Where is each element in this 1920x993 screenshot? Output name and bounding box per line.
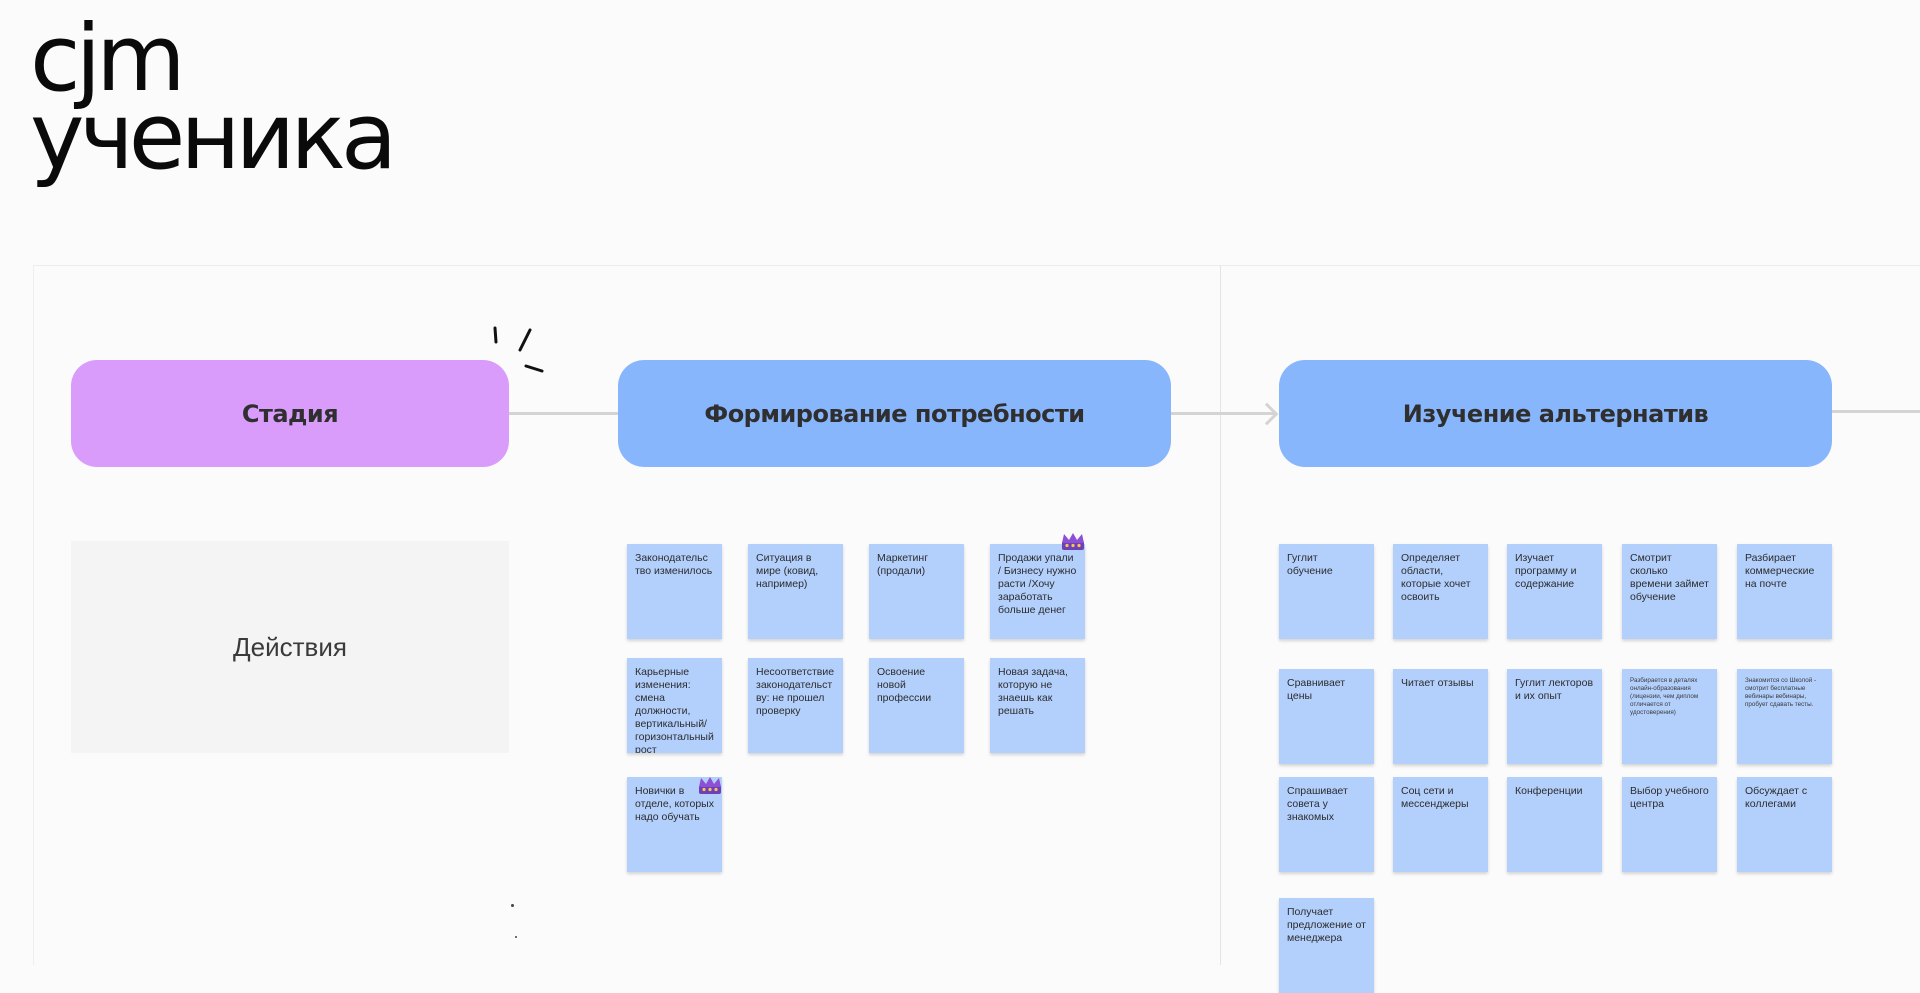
- sticky-note[interactable]: Законодательс тво изменилось: [627, 544, 722, 639]
- connector-line: [1815, 410, 1920, 413]
- connector-line: [1171, 412, 1275, 415]
- sticky-note[interactable]: Получает предложение от менеджера: [1279, 898, 1374, 993]
- sticky-note[interactable]: Определяет области, которые хочет освоит…: [1393, 544, 1488, 639]
- sticky-note[interactable]: Сравнивает цены: [1279, 669, 1374, 764]
- sticky-note[interactable]: Гуглит лекторов и их опыт: [1507, 669, 1602, 764]
- stray-dot: [515, 936, 517, 938]
- sticky-note[interactable]: Читает отзывы: [1393, 669, 1488, 764]
- connector-line: [509, 412, 619, 415]
- title-line-1: cjm: [30, 5, 186, 112]
- row-label-actions[interactable]: Действия: [71, 541, 509, 753]
- sticky-note[interactable]: Несоответствие законодательст ву: не про…: [748, 658, 843, 753]
- page-title: cjm ученика: [30, 5, 397, 190]
- crown-icon: [1062, 533, 1084, 550]
- sticky-note[interactable]: Спрашивает совета у знакомых: [1279, 777, 1374, 872]
- stage-header-label[interactable]: Стадия: [71, 360, 509, 467]
- sticky-note[interactable]: Выбор учебного центра: [1622, 777, 1717, 872]
- sticky-note[interactable]: Конференции: [1507, 777, 1602, 872]
- sticky-note[interactable]: Знакомится со Школой - смотрит бесплатны…: [1737, 669, 1832, 764]
- crown-icon: [699, 777, 721, 794]
- sparkle-doodle-icon: [493, 326, 544, 373]
- stray-dot: [511, 904, 514, 907]
- sticky-note[interactable]: Гуглит обучение: [1279, 544, 1374, 639]
- sticky-note[interactable]: Ситуация в мире (ковид, например): [748, 544, 843, 639]
- sticky-note[interactable]: Продажи упали / Бизнесу нужно расти /Хоч…: [990, 544, 1085, 639]
- stage-need-formation[interactable]: Формирование потребности: [618, 360, 1171, 467]
- sticky-note[interactable]: Изучает программу и содержание: [1507, 544, 1602, 639]
- title-line-2: ученика: [30, 83, 397, 190]
- sticky-note[interactable]: Соц сети и мессенджеры: [1393, 777, 1488, 872]
- sticky-note[interactable]: Маркетинг (продали): [869, 544, 964, 639]
- sticky-note[interactable]: Разбирается в деталях онлайн-образования…: [1622, 669, 1717, 764]
- sticky-note[interactable]: Освоение новой профессии: [869, 658, 964, 753]
- sticky-note[interactable]: Карьерные изменения: смена должности, ве…: [627, 658, 722, 753]
- stage-alternatives[interactable]: Изучение альтернатив: [1279, 360, 1832, 467]
- sticky-note[interactable]: Смотрит сколько времени займет обучение: [1622, 544, 1717, 639]
- sticky-note[interactable]: Обсуждает с коллегами: [1737, 777, 1832, 872]
- sticky-note[interactable]: Новая задача, которую не знаешь как реша…: [990, 658, 1085, 753]
- sticky-note[interactable]: Разбирает коммерческие на почте: [1737, 544, 1832, 639]
